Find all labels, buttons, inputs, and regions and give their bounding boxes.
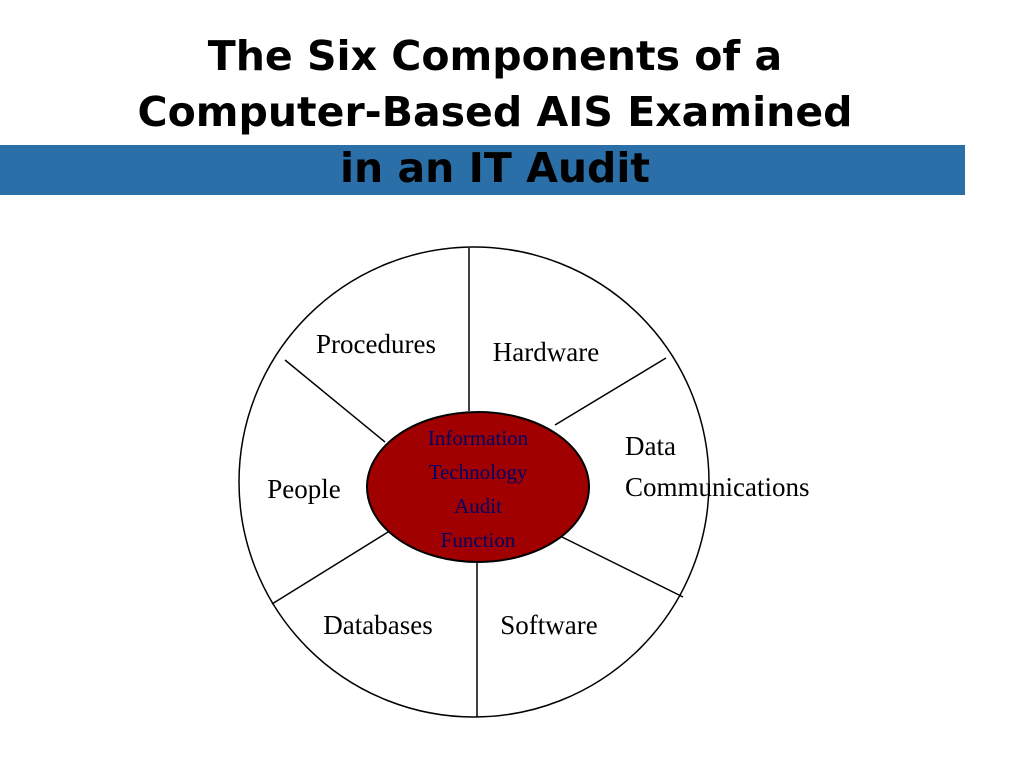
segment-label-data-communications-line1: Data: [625, 431, 676, 461]
spoke-line: [271, 531, 389, 605]
center-label-line: Function: [441, 528, 516, 552]
segment-label-software: Software: [500, 610, 597, 640]
title-line: The Six Components of a: [207, 32, 783, 80]
center-label-line: Audit: [454, 494, 502, 518]
title-accent-bar: [0, 145, 965, 195]
segment-label-procedures: Procedures: [316, 329, 436, 359]
segment-label-hardware: Hardware: [493, 337, 599, 367]
title-line: in an IT Audit: [339, 144, 651, 192]
segment-label-data-communications-line2: Communications: [625, 472, 810, 502]
slide-title: The Six Components of a Computer-Based A…: [0, 28, 990, 196]
center-ellipse: [366, 411, 590, 563]
title-line: Computer-Based AIS Examined: [137, 88, 853, 136]
spoke-line: [561, 536, 684, 598]
segment-label-people: People: [267, 474, 341, 504]
center-label-line: Technology: [429, 460, 528, 484]
segment-label-databases: Databases: [323, 610, 432, 640]
spoke-line: [284, 359, 386, 443]
spoke-line: [554, 357, 667, 426]
center-label-line: Information: [428, 426, 529, 450]
